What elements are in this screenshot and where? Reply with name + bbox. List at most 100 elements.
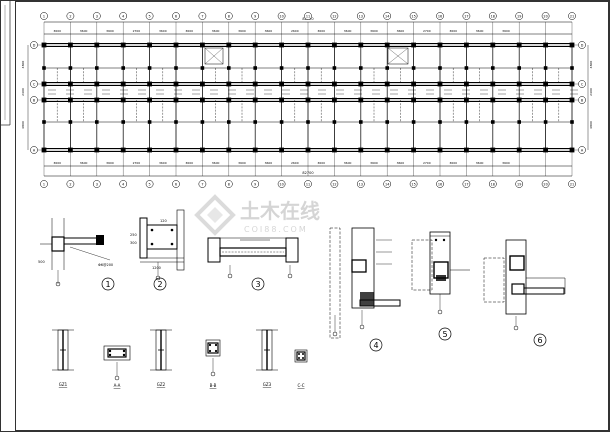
column xyxy=(569,81,575,87)
column xyxy=(464,42,469,48)
column xyxy=(68,81,73,87)
column xyxy=(252,97,258,103)
axis-label-bottom: 5 xyxy=(149,183,151,187)
axis-label-bottom: 12 xyxy=(332,183,336,187)
axis-label-bottom: 1 xyxy=(43,183,45,187)
column xyxy=(359,66,363,70)
axis-bubble-bottom xyxy=(330,180,339,188)
column xyxy=(464,66,469,70)
column xyxy=(94,97,100,103)
bottom-bay-dim: 3600 xyxy=(185,161,193,165)
column xyxy=(253,66,257,70)
column xyxy=(279,66,284,70)
axis-label-top: 21 xyxy=(570,15,574,19)
column xyxy=(358,97,364,103)
column xyxy=(95,66,99,70)
column xyxy=(543,81,548,87)
detail-2-dim-d: 1200 xyxy=(152,266,161,270)
column xyxy=(358,147,364,153)
column xyxy=(252,81,258,87)
axis-bubble-top xyxy=(330,12,339,20)
column xyxy=(147,120,152,124)
stair-opening xyxy=(387,47,409,65)
bottom-bay-dim: 3600 xyxy=(397,161,405,165)
column xyxy=(173,147,179,153)
axis-bubble-bottom xyxy=(172,180,180,188)
detail-2: 250 300 120 1200 2 xyxy=(130,209,185,291)
column xyxy=(173,81,179,87)
column xyxy=(174,66,178,70)
axis-label-bottom: 15 xyxy=(411,183,415,187)
column xyxy=(332,66,337,70)
column xyxy=(543,42,548,48)
bottom-bay-dim: 3600 xyxy=(476,161,484,165)
section-gz1: GZ1 xyxy=(52,329,74,387)
column xyxy=(384,147,390,153)
top-bay-dim: 2700 xyxy=(423,29,431,33)
detail-2-tag xyxy=(153,277,167,291)
top-bay-dim: 3600 xyxy=(238,29,246,33)
top-bay-dim: 3600 xyxy=(185,29,193,33)
axis-bubble-bottom xyxy=(383,180,392,188)
column xyxy=(173,97,179,103)
top-bay-dim: 3600 xyxy=(265,29,273,33)
watermark: 土木在线 COI88.COM xyxy=(194,194,320,236)
axis-bubble-bottom xyxy=(409,180,418,188)
section-gz2: GZ2 xyxy=(150,329,172,387)
bottom-bay-dim: 2600 xyxy=(291,161,299,165)
axis-label-top: 14 xyxy=(385,15,389,19)
axis-label-left: B xyxy=(33,98,36,102)
column xyxy=(279,147,284,153)
column xyxy=(95,120,99,124)
axis-bubble-bottom xyxy=(462,180,471,188)
axis-bubble-top xyxy=(409,12,418,20)
column xyxy=(41,42,47,48)
column xyxy=(516,42,522,48)
detail-1-dim-b: Φ6@200 xyxy=(98,263,113,267)
column xyxy=(569,42,575,48)
column xyxy=(226,97,232,103)
axis-bubble-top xyxy=(145,12,154,20)
bottom-bay-dim: 3600 xyxy=(53,161,61,165)
axis-label-top: 17 xyxy=(464,15,468,19)
column xyxy=(173,42,179,48)
detail-4-label: 4 xyxy=(373,341,378,350)
right-dim: 4800 xyxy=(589,61,593,69)
axis-bubble-top xyxy=(436,12,444,20)
column xyxy=(120,147,126,153)
detail-4-tag xyxy=(369,338,383,352)
column xyxy=(68,42,73,48)
column xyxy=(543,120,548,124)
right-dim: 4800 xyxy=(589,121,593,129)
axis-bubble-right xyxy=(578,80,586,88)
column xyxy=(41,81,47,87)
axis-label-top: 2 xyxy=(69,15,71,19)
column xyxy=(569,147,575,153)
detail-3-label: 3 xyxy=(255,280,260,289)
detail-2-label: 2 xyxy=(157,280,162,289)
axis-label-bottom: 13 xyxy=(359,183,363,187)
bottom-bay-dim: 3600 xyxy=(159,161,167,165)
axis-bubble-bottom xyxy=(224,180,233,188)
column xyxy=(41,147,47,153)
axis-label-bottom: 14 xyxy=(385,183,389,187)
detail-5-tag xyxy=(438,327,452,341)
column xyxy=(411,66,416,70)
column xyxy=(120,97,126,103)
section-c-c: C-C xyxy=(294,349,308,388)
column xyxy=(279,81,284,87)
section-b-b-label: B-B xyxy=(210,383,217,388)
column xyxy=(385,120,389,124)
axis-bubble-top xyxy=(304,12,312,20)
column xyxy=(332,97,337,103)
axis-label-top: 9 xyxy=(254,15,256,19)
top-bay-dim: 3600 xyxy=(502,29,510,33)
axis-bubble-bottom xyxy=(119,180,128,188)
column xyxy=(438,120,442,124)
column xyxy=(332,120,337,124)
column xyxy=(120,81,126,87)
column xyxy=(200,120,205,124)
detail-6-tag xyxy=(533,333,547,347)
axis-bubble-top xyxy=(356,12,365,20)
column xyxy=(358,81,364,87)
